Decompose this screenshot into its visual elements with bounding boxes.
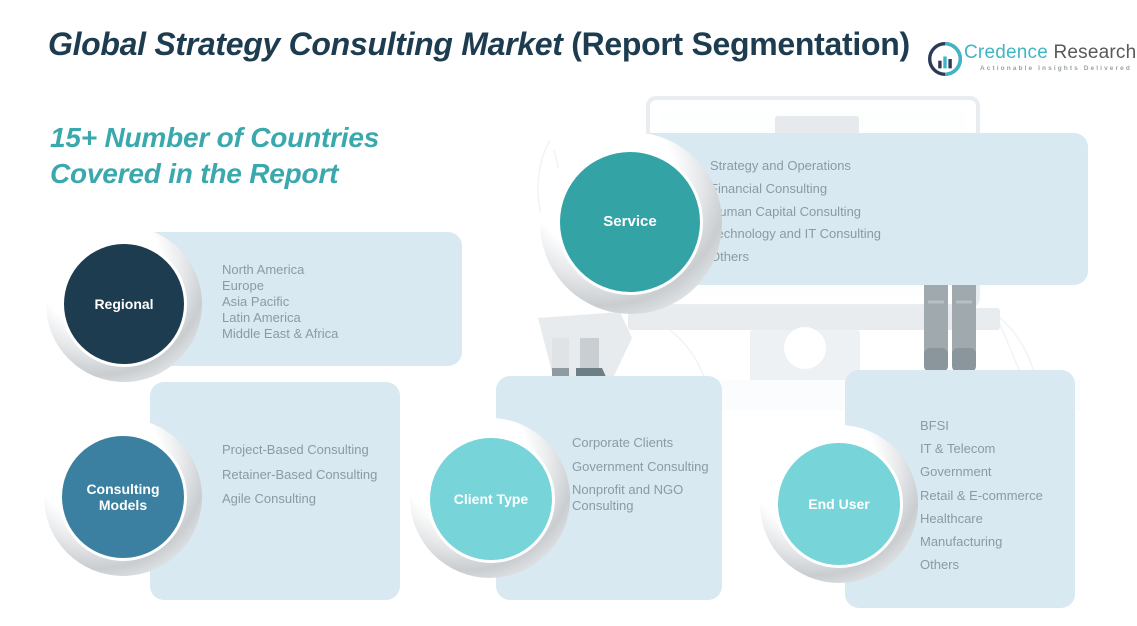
- brand-tagline: Actionable Insights Delivered: [980, 65, 1132, 72]
- list-item: Financial Consulting: [710, 180, 828, 196]
- list-item: Healthcare: [920, 510, 983, 526]
- list-item: Others: [710, 249, 750, 265]
- bar-chart-circle-icon: [928, 42, 962, 76]
- list-client-type: Corporate Clients Government Consulting …: [572, 435, 732, 513]
- list-item: Asia Pacific: [222, 294, 290, 309]
- list-item: Retainer-Based Consulting: [222, 466, 378, 482]
- list-end-user: BFSI IT & Telecom Government Retail & E-…: [920, 414, 1085, 576]
- list-item: Government Consulting: [572, 458, 709, 474]
- list-item: Strategy and Operations: [710, 158, 851, 173]
- page-title-main: Global Strategy Consulting Market: [48, 26, 572, 62]
- node-regional[interactable]: Regional: [46, 226, 202, 382]
- node-disc-regional[interactable]: Regional: [64, 244, 184, 364]
- list-item: Corporate Clients: [572, 435, 674, 450]
- node-label: End User: [808, 495, 870, 512]
- node-disc-consulting-models[interactable]: Consulting Models: [62, 436, 184, 558]
- node-consulting-models[interactable]: Consulting Models: [44, 418, 202, 576]
- list-item: BFSI: [920, 418, 949, 433]
- node-label: Models: [98, 497, 148, 513]
- subtitle-line-1: 15+ Number of Countries: [50, 122, 380, 153]
- list-item: Others: [920, 557, 960, 573]
- list-item: Project-Based Consulting: [222, 442, 369, 457]
- node-disc-client-type[interactable]: Client Type: [430, 438, 552, 560]
- brand-name-accent: Credence: [964, 42, 1048, 63]
- list-service: Strategy and Operations Financial Consul…: [710, 155, 1080, 269]
- node-disc-service[interactable]: Service: [560, 152, 700, 292]
- list-item: Government: [920, 464, 992, 480]
- list-regional: North America Europe Asia Pacific Latin …: [222, 262, 462, 342]
- list-item: Manufacturing: [920, 534, 1003, 550]
- list-item: Technology and IT Consulting: [710, 226, 882, 242]
- node-service[interactable]: Service: [540, 132, 722, 314]
- list-item: Latin America: [222, 310, 301, 325]
- node-end-user[interactable]: End User: [760, 425, 918, 583]
- subtitle: 15+ Number of Countries Covered in the R…: [50, 120, 379, 193]
- node-label: Consulting: [86, 480, 160, 497]
- page-title-parenthetical: (Report Segmentation): [571, 26, 910, 62]
- list-item: Middle East & Africa: [222, 326, 339, 341]
- subtitle-line-2: Covered in the Report: [50, 158, 339, 190]
- node-label: Regional: [94, 295, 154, 312]
- node-label: Service: [603, 213, 657, 231]
- list-item: Human Capital Consulting: [710, 203, 862, 219]
- list-item: Retail & E-commerce: [920, 487, 1043, 503]
- node-label: Client Type: [453, 490, 529, 507]
- brand-logo[interactable]: Credence Research Actionable Insights De…: [928, 38, 1136, 82]
- list-item: Europe: [222, 278, 264, 293]
- list-item: North America: [222, 262, 305, 277]
- list-consulting-models: Project-Based Consulting Retainer-Based …: [222, 442, 392, 507]
- node-client-type[interactable]: Client Type: [410, 418, 570, 578]
- node-disc-end-user[interactable]: End User: [778, 443, 900, 565]
- list-item: IT & Telecom: [920, 441, 996, 457]
- brand-wordmark: Credence Research: [964, 42, 1136, 64]
- page-title: Global Strategy Consulting Market (Repor…: [48, 26, 910, 63]
- list-item: Agile Consulting: [222, 491, 316, 506]
- list-item: Nonprofit and NGO Consulting: [572, 482, 684, 513]
- brand-name-rest: Research: [1047, 42, 1137, 63]
